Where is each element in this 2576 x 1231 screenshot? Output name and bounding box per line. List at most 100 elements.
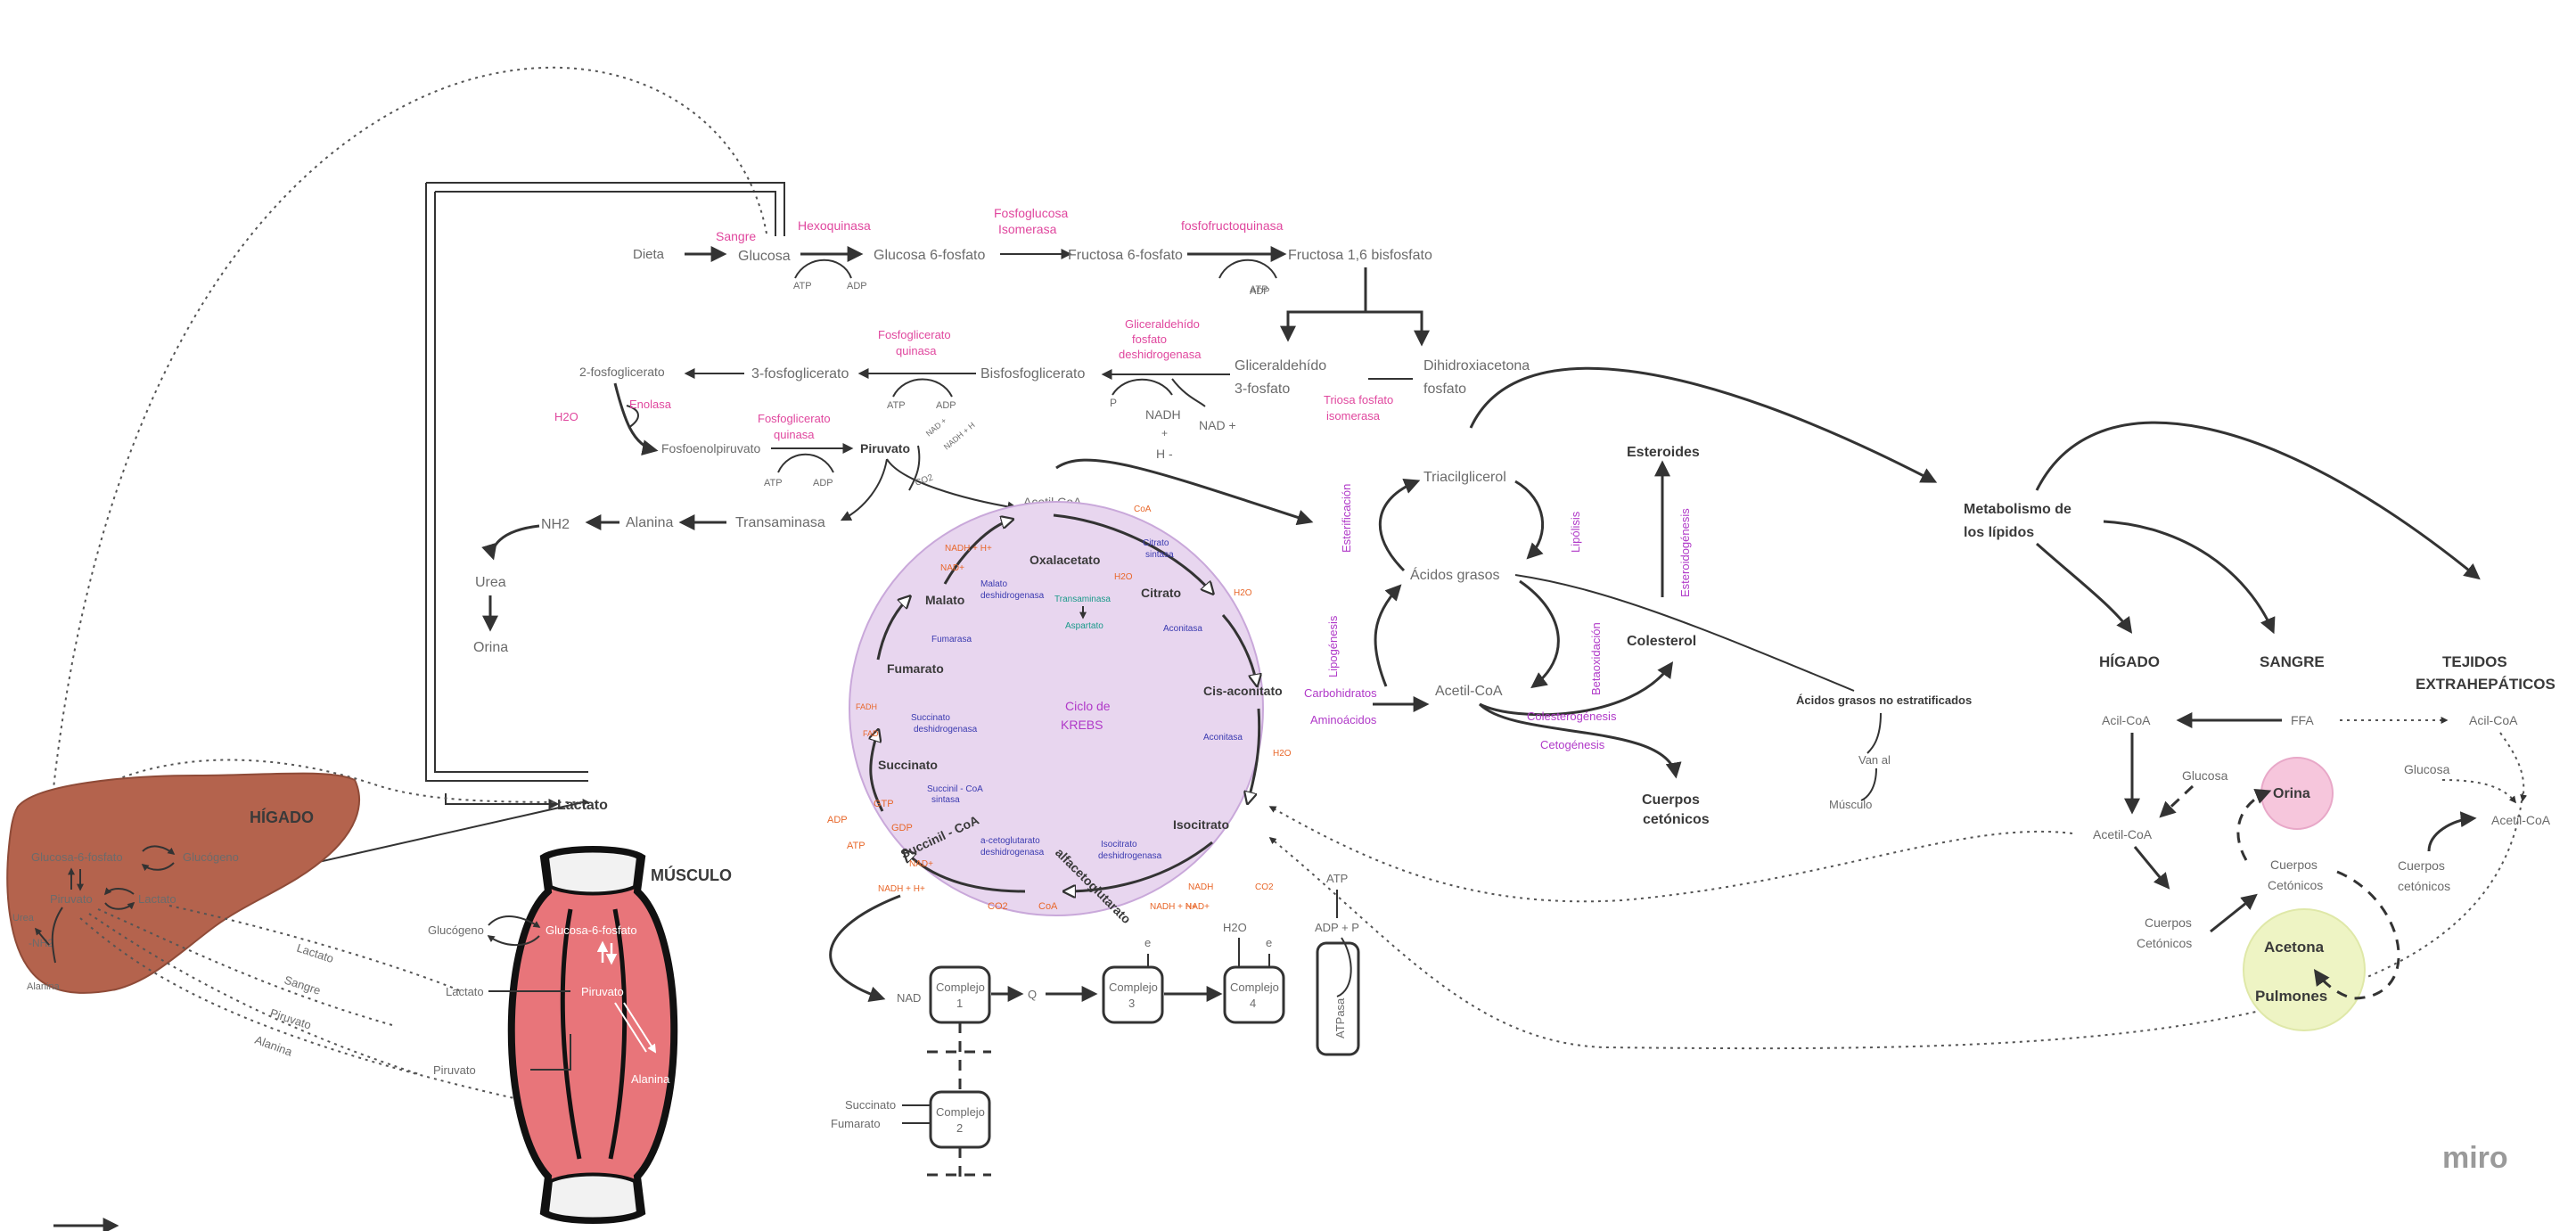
tejidos-title-1: TEJIDOS <box>2442 653 2507 670</box>
malato-dh-1: Malato <box>980 579 1007 589</box>
acetona-circle <box>2243 908 2366 1031</box>
nad-chain-label: NAD <box>897 991 921 1005</box>
pk-label-2: quinasa <box>774 428 815 441</box>
alanina-label: Alanina <box>626 515 673 530</box>
dihidroxiacetona-label: Dihidroxiacetona <box>1423 358 1530 373</box>
enolasa-label: Enolasa <box>629 398 672 411</box>
urea-label: Urea <box>475 575 506 590</box>
orina-label: Orina <box>473 640 508 655</box>
adp-krebs-label: ADP <box>827 815 848 825</box>
cuerpos-left-2: Cetónicos <box>2137 936 2192 950</box>
liver-g6p-label: Glucosa-6-fosfato <box>31 850 123 864</box>
muscle-organ: MÚSCULO Glucosa-6-fosfato Piruvato Alani… <box>428 846 732 1224</box>
liver-glucogeno-label: Glucógeno <box>183 850 239 864</box>
metabolismo-title-2: los lípidos <box>1964 525 2034 540</box>
complejo-3-box <box>1102 965 1164 1024</box>
bisfosfoglicerato-label: Bisfosfoglicerato <box>980 366 1085 382</box>
pulmones-label: Pulmones <box>2255 988 2327 1005</box>
nad-top-label: NAD+ <box>940 563 964 573</box>
metabolismo-title-1: Metabolismo de <box>1964 502 2071 517</box>
liver-nh2-label: -NH2 <box>29 937 53 949</box>
citrato-label: Citrato <box>1141 586 1181 600</box>
fosfofructoquinasa-label: fosfofructoquinasa <box>1181 218 1284 233</box>
liver-urea-label: Urea <box>12 913 35 923</box>
h-label: H - <box>1156 447 1173 461</box>
lipid-pathway: Triacilglicerol Esterificación Lipólisis… <box>1304 445 1972 827</box>
transaminasa-label: Transaminasa <box>735 515 825 530</box>
nadh-right-label: NADH <box>1188 882 1213 892</box>
transaminasa-krebs: Transaminasa <box>1054 595 1111 604</box>
gtp-label: GTP <box>874 799 894 809</box>
plus-label: + <box>1161 427 1168 439</box>
complejo-4-label: Complejo <box>1230 981 1279 994</box>
citrato-sintasa-2: sintasa <box>1145 550 1174 560</box>
fructosa6p-label: Fructosa 6-fosfato <box>1068 248 1183 263</box>
muscle-g6p-label: Glucosa-6-fosfato <box>546 923 637 937</box>
citrato-sintasa-1: Citrato <box>1143 538 1169 548</box>
h2o-chain-label: H2O <box>1223 921 1247 934</box>
succ-coa-sintasa-2: sintasa <box>931 795 960 805</box>
nad-small-label: NAD + <box>924 416 948 439</box>
atp-label-3: ATP <box>887 400 906 411</box>
adp-label-4: ADP <box>813 478 833 488</box>
miro-logo: miro <box>2442 1141 2508 1175</box>
q-label: Q <box>1028 988 1037 1001</box>
muscle-piruvato-label: Piruvato <box>581 985 624 998</box>
acetilcoa-right-label: Acetil-CoA <box>2491 813 2551 827</box>
sangre-title: SANGRE <box>2260 653 2325 670</box>
fumarato-chain-label: Fumarato <box>831 1117 881 1130</box>
oxalacetato-label: Oxalacetato <box>1030 553 1100 567</box>
fosfoglucosa-label: Fosfoglucosa <box>994 206 1068 220</box>
gdp-label: GDP <box>891 823 913 833</box>
cuerpos-right-2: cetónicos <box>2398 879 2450 893</box>
g3pdh-label-2: fosfato <box>1132 332 1167 346</box>
esteroides-label: Esteroides <box>1627 445 1700 460</box>
pk-label-1: Fosfoglicerato <box>758 412 831 425</box>
van-al-label: Van al <box>1858 753 1891 767</box>
h2o-a-label: H2O <box>1114 572 1133 582</box>
hexoquinasa-label: Hexoquinasa <box>798 218 871 233</box>
e-label-1: e <box>1144 936 1151 949</box>
sangre-label: Sangre <box>716 229 756 243</box>
glucosa-right-label: Glucosa <box>2404 762 2450 776</box>
adpp-label: ADP + P <box>1315 921 1359 934</box>
dieta-label: Dieta <box>633 247 665 262</box>
isocitrato-label: Isocitrato <box>1173 817 1229 832</box>
lipogenesis-label: Lipogénesis <box>1326 615 1340 677</box>
isocitrato-dh-1: Isocitrato <box>1101 840 1137 849</box>
e-label-2: e <box>1266 936 1272 949</box>
betaoxidacion-label: Betaoxidación <box>1589 622 1603 695</box>
atpasa-label: ATPasa <box>1333 997 1347 1038</box>
triosa-label: Triosa fosfato <box>1324 393 1393 406</box>
cori-sangre-label: Sangre <box>283 973 323 997</box>
nadplus-label: NAD + <box>1199 418 1236 432</box>
cori-piruvato-label: Piruvato <box>268 1006 313 1032</box>
atp-label-4: ATP <box>764 478 783 488</box>
p-label: P <box>1110 397 1117 409</box>
atpasa-box <box>1316 941 1360 1056</box>
orina-right-label: Orina <box>2273 786 2310 801</box>
esteroidogenesis-label: Esteroidogénesis <box>1678 508 1692 597</box>
aconitasa-2: Aconitasa <box>1203 733 1243 743</box>
muscle-shape <box>507 846 678 1224</box>
malato-dh-2: deshidrogenasa <box>980 591 1045 601</box>
lactato-label: Lactato <box>557 798 608 813</box>
dihidroxiacetona-fosfato-label: fosfato <box>1423 382 1466 397</box>
h2o-c-label: H2O <box>1273 749 1292 759</box>
lipid-metabolism-section: Metabolismo de los lípidos HÍGADO SANGRE… <box>1964 502 2555 1031</box>
muscle-lactato-label: Lactato <box>446 985 484 998</box>
isomerasa-label: Isomerasa <box>998 222 1057 236</box>
adp-label-3: ADP <box>936 400 956 411</box>
nad-bottom-label: NAD+ <box>1185 902 1210 912</box>
triacilglicerol-label: Triacilglicerol <box>1423 470 1506 485</box>
complejo-1-box <box>929 965 991 1024</box>
fumarasa-label: Fumarasa <box>931 635 972 644</box>
pgk-label-2: quinasa <box>896 344 937 357</box>
liver-alanina-label: Alanina <box>27 981 61 992</box>
gliceraldehido-label: Gliceraldehído <box>1235 358 1326 373</box>
akg-dh-2: deshidrogenasa <box>980 848 1045 858</box>
fructosa16-label: Fructosa 1,6 bisfosfato <box>1288 248 1432 263</box>
succ-coa-sintasa-1: Succinil - CoA <box>927 784 983 794</box>
h2o-b-label: H2O <box>1234 588 1252 598</box>
